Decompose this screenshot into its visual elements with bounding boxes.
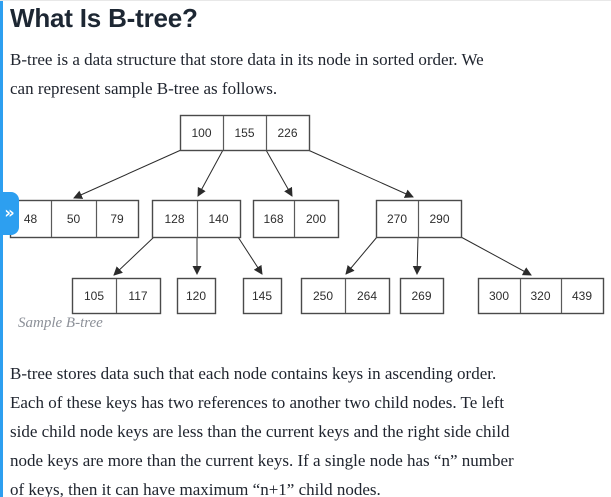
tree-node-key: 120: [186, 289, 206, 303]
tree-node-key: 264: [357, 289, 377, 303]
double-chevron-right-icon: »: [4, 202, 15, 222]
tree-node-key: 48: [24, 212, 38, 226]
tree-node-key: 270: [387, 212, 407, 226]
tree-node: 48 50 79: [9, 199, 140, 239]
tree-node-key: 145: [252, 289, 272, 303]
tree-node-key: 250: [313, 289, 333, 303]
figure-caption: Sample B-tree: [18, 315, 103, 331]
tree-edge-arrow: [197, 149, 224, 197]
tree-node: 270 290: [375, 199, 463, 239]
tree-node: 269: [399, 277, 445, 315]
tree-edge-arrow: [73, 149, 182, 199]
page-title: What Is B-tree?: [10, 3, 198, 33]
tree-edge-arrow: [345, 236, 378, 275]
tree-node: 128 140: [151, 199, 242, 239]
tree-node-key: 100: [191, 126, 211, 140]
intro-paragraph: B-tree is a data structure that store da…: [10, 50, 484, 98]
tree-node-key: 269: [411, 289, 431, 303]
tree-node: 120: [176, 277, 217, 315]
tree-edge-arrow: [113, 236, 155, 276]
tree-edge-arrow: [412, 236, 422, 275]
tree-node-key: 105: [84, 289, 104, 303]
tree-node-key: 168: [263, 212, 283, 226]
tree-node-key: 117: [128, 289, 147, 303]
tree-node-key: 320: [530, 289, 550, 303]
tree-node: 250 264: [300, 277, 391, 315]
tree-node-key: 79: [110, 212, 124, 226]
tree-edge-arrow: [237, 236, 263, 275]
tree-edge-arrow: [265, 149, 293, 197]
tree-edge-arrow: [307, 149, 414, 198]
tree-node: 100 155 226: [179, 114, 311, 152]
tree-node-key: 140: [208, 212, 228, 226]
tree-node-key: 200: [306, 212, 326, 226]
left-accent-border: [0, 1, 3, 497]
tree-node-key: 128: [164, 212, 184, 226]
tree-node-key: 226: [277, 126, 297, 140]
tree-node-key: 300: [489, 289, 509, 303]
tree-node: 145: [242, 277, 283, 315]
tree-node: 168 200: [252, 199, 340, 239]
tree-node-key: 290: [429, 212, 449, 226]
tree-node-key: 50: [67, 212, 81, 226]
tree-node-key: 439: [572, 289, 592, 303]
sidebar-expand-button[interactable]: »: [0, 192, 19, 235]
tree-node: 300 320 439: [477, 277, 605, 315]
body-paragraph: B-tree stores data such that each node c…: [10, 364, 514, 497]
tree-node-key: 155: [234, 126, 254, 140]
tree-edge-arrow: [460, 236, 532, 276]
tree-node: 105 117: [71, 277, 162, 315]
